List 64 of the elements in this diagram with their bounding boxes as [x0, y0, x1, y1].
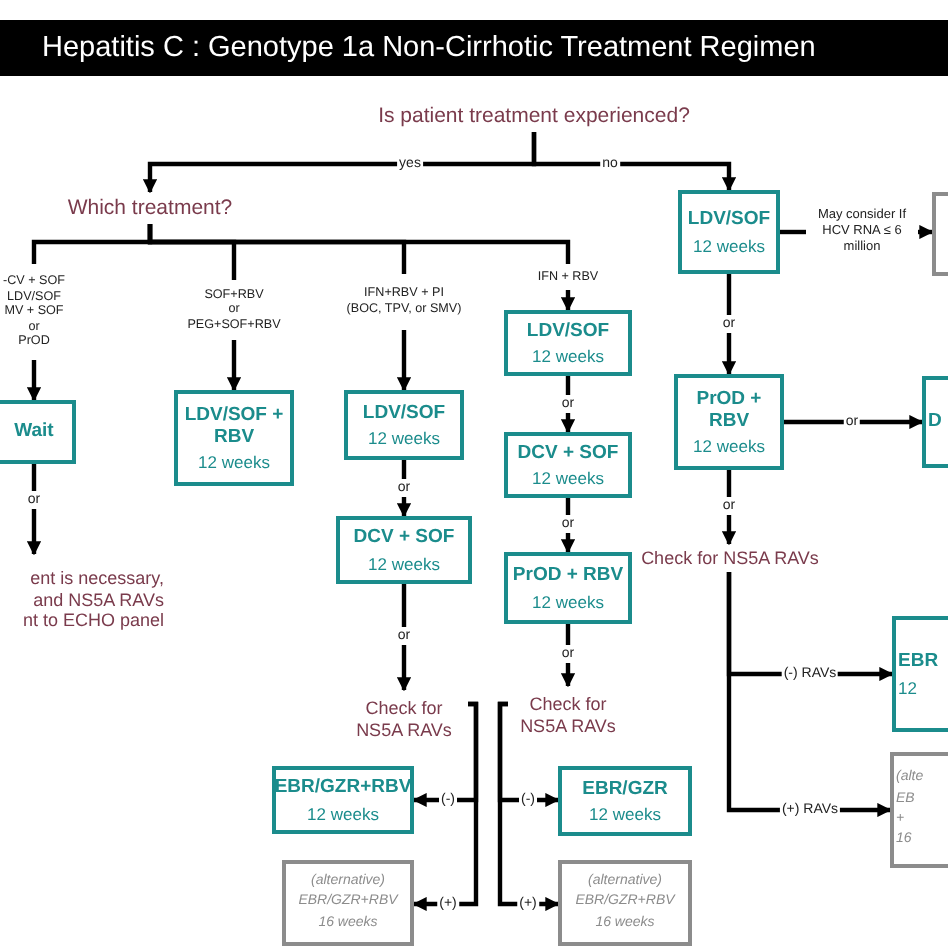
duration: 12 weeks — [532, 591, 604, 612]
check-text: Check for NS5A RAVs — [518, 694, 618, 738]
note-text: and NS5A RAVs — [33, 589, 164, 611]
diagram-title: Hepatitis C : Genotype 1a Non-Cirrhotic Treatment Regimen — [0, 20, 948, 76]
duration: 12 weeks — [693, 235, 765, 256]
duration: 12 weeks — [198, 452, 270, 473]
check-text: Check for NS5A RAVs — [641, 547, 819, 569]
regimen-name: DCV + SOF — [353, 526, 455, 550]
note-text: ent is necessary, — [30, 567, 164, 590]
treatment-box — [674, 374, 784, 470]
treatment-box — [504, 432, 632, 498]
regimen-name: LDV/SOF — [526, 319, 610, 343]
arrow — [784, 414, 924, 430]
regimen-name: LDV/SOF — [362, 401, 446, 425]
duration: 12 weeks — [532, 468, 604, 489]
partial-box — [890, 752, 948, 868]
treatment-box — [336, 516, 472, 584]
check-text: Check for NS5A RAVs — [354, 698, 454, 742]
regimen-name: DCV + SOF — [517, 441, 619, 465]
partial-box — [892, 616, 948, 732]
duration: 12 weeks — [368, 553, 440, 574]
duration: 12 weeks — [368, 428, 440, 449]
alternative-box — [282, 860, 414, 946]
arrow — [412, 701, 479, 912]
regimen-name: LDV/SOF + RBV — [182, 403, 286, 449]
partial-box — [922, 376, 948, 468]
arrow — [396, 584, 412, 692]
regimen-name: PrOD + RBV — [694, 387, 764, 433]
arrow — [26, 464, 42, 556]
note-text: nt to ECHO panel — [22, 610, 164, 633]
treatment-box — [678, 190, 780, 274]
arrow — [721, 274, 737, 376]
question-text: Which treatment? — [67, 195, 233, 221]
duration: 12 weeks — [693, 436, 765, 457]
arrow — [396, 460, 412, 518]
arrow — [918, 224, 934, 240]
regimen-name: D — [928, 410, 942, 434]
treatment-box — [174, 390, 294, 486]
partial-box — [932, 192, 948, 276]
duration: 12 — [898, 677, 917, 698]
treatment-box — [504, 310, 632, 376]
duration: 12 weeks — [307, 803, 379, 824]
arrow — [226, 340, 242, 392]
duration: 12 weeks — [589, 804, 661, 825]
regimen-name: EBR/GZR — [582, 777, 668, 801]
arrow — [396, 330, 412, 392]
arrow — [26, 360, 42, 402]
treatment-box — [344, 390, 464, 460]
wait-box — [0, 400, 76, 464]
arrow — [560, 290, 576, 312]
regimen-name: EBR/GZR+RBV — [274, 776, 412, 800]
treatment-box — [558, 766, 692, 836]
question-text: Is patient treatment experienced? — [378, 103, 690, 129]
regimen-name: Wait — [14, 420, 54, 444]
arrow — [531, 132, 737, 192]
regimen-name: EBR — [898, 650, 939, 674]
treatment-box — [272, 766, 414, 834]
regimen-name: LDV/SOF — [687, 208, 771, 232]
arrow — [497, 701, 560, 912]
treatment-box — [504, 552, 632, 624]
regimen-name: PrOD + RBV — [512, 564, 624, 588]
alternative-box — [558, 860, 692, 946]
arrow — [560, 376, 576, 434]
duration: 12 weeks — [532, 346, 604, 367]
